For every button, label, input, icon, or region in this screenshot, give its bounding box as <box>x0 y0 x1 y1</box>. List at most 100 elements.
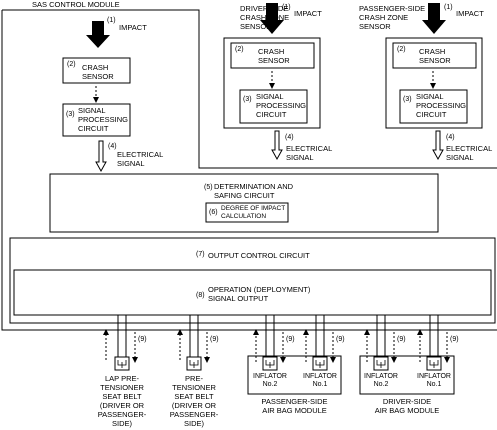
impact-number: (1) <box>282 4 291 11</box>
electrical-signal-arrow <box>271 130 283 161</box>
pretensioner-label-1: PRE- <box>185 374 203 383</box>
driver-sensor-box <box>223 37 321 129</box>
lap-pretensioner-icon <box>114 356 130 371</box>
crash-sensor-box-module <box>62 57 131 84</box>
pretensioner-icon <box>186 356 202 371</box>
lap-pretensioner-label-1: LAP PRE- <box>104 374 140 383</box>
determination-number: (5) <box>204 184 213 191</box>
inflator-icon <box>262 356 278 371</box>
output-control-label: OUTPUT CONTROL CIRCUIT <box>208 251 310 260</box>
feedback-number: (9) <box>397 336 406 343</box>
crash-sensor-number: (2) <box>235 46 244 53</box>
lap-pretensioner-label-5: PASSENGER- <box>97 410 147 419</box>
signal-processing-box-module <box>62 103 131 137</box>
passenger-sensor-title-1: PASSENGER-SIDE <box>359 4 426 13</box>
electrical-signal-label-1: ELECTRICAL <box>446 144 493 153</box>
feedback-number: (9) <box>450 336 459 343</box>
pretensioner-label-6: SIDE) <box>183 419 204 428</box>
feedback-number: (9) <box>336 336 345 343</box>
signal-processing-label-1: SIGNAL <box>256 92 284 101</box>
feedback-number: (9) <box>210 336 219 343</box>
electrical-signal-label-2: SIGNAL <box>446 153 474 162</box>
crash-sensor-box-passenger <box>392 42 477 69</box>
impact-number: (1) <box>107 17 116 24</box>
passenger-airbag-box <box>247 355 342 395</box>
operation-output-number: (8) <box>196 292 205 299</box>
pretensioner-label-4: (DRIVER OR <box>171 401 217 410</box>
signal-processing-box-passenger <box>399 89 468 124</box>
crash-sensor-label-1: CRASH <box>419 47 446 56</box>
electrical-signal-number: (4) <box>108 143 117 150</box>
degree-of-impact-label-2: CALCULATION <box>221 213 267 220</box>
impact-label: IMPACT <box>119 23 147 32</box>
determination-label-1: DETERMINATION AND <box>214 182 294 191</box>
inflator-icon <box>373 356 389 371</box>
inflator-icon <box>312 356 328 371</box>
lap-pretensioner-label-6: SIDE) <box>111 419 132 428</box>
signal-processing-label-3: CIRCUIT <box>78 124 109 133</box>
inflator-no1-label-2: No.1 <box>312 381 328 388</box>
electrical-signal-label-1: ELECTRICAL <box>117 150 164 159</box>
operation-output-label-1: OPERATION (DEPLOYMENT) <box>208 285 311 294</box>
determination-label-2: SAFING CIRCUIT <box>214 191 275 200</box>
degree-of-impact-label-1: DEGREE OF IMPACT <box>221 205 286 212</box>
electrical-signal-label-1: ELECTRICAL <box>286 144 333 153</box>
operation-output-label-2: SIGNAL OUTPUT <box>208 294 269 303</box>
signal-processing-label-1: SIGNAL <box>78 106 106 115</box>
pretensioner-label-2: TENSIONER <box>172 383 216 392</box>
driver-sensor-title-2: CRASH ZONE <box>240 13 290 22</box>
passenger-sensor-box <box>385 37 483 129</box>
signal-processing-label-2: PROCESSING <box>78 115 129 124</box>
electrical-signal-number: (4) <box>446 134 455 141</box>
inflator-no2-label-2: No.2 <box>262 381 278 388</box>
inflator-no2-label-1: INFLATOR <box>253 373 287 380</box>
signal-processing-label-2: PROCESSING <box>256 101 307 110</box>
sas-module-outline <box>1 9 497 331</box>
inflator-no1-label-1: INFLATOR <box>417 373 451 380</box>
signal-processing-number: (3) <box>243 96 252 103</box>
crash-sensor-label-1: CRASH <box>82 63 109 72</box>
impact-number: (1) <box>444 4 453 11</box>
output-control-box <box>9 237 496 324</box>
determination-box <box>49 173 439 233</box>
pretensioner-label-3: SEAT BELT <box>174 392 214 401</box>
crash-sensor-number: (2) <box>67 61 76 68</box>
impact-arrow <box>260 3 284 34</box>
driver-airbag-label-2: AIR BAG MODULE <box>374 406 440 415</box>
electrical-signal-arrow <box>432 130 444 161</box>
signal-processing-label-3: CIRCUIT <box>256 110 287 119</box>
degree-of-impact-number: (6) <box>209 209 218 216</box>
signal-processing-number: (3) <box>403 96 412 103</box>
impact-label: IMPACT <box>294 9 322 18</box>
passenger-airbag-label-1: PASSENGER-SIDE <box>261 397 328 406</box>
crash-sensor-box-driver <box>230 42 315 69</box>
signal-processing-box-driver <box>239 89 308 124</box>
passenger-airbag-label-2: AIR BAG MODULE <box>262 406 327 415</box>
electrical-signal-number: (4) <box>285 134 294 141</box>
pretensioner-label-5: PASSENGER- <box>169 410 219 419</box>
impact-arrow <box>86 21 110 48</box>
electrical-signal-arrow <box>95 140 107 173</box>
lap-pretensioner-label-3: SEAT BELT <box>102 392 142 401</box>
output-lines <box>117 315 439 357</box>
signal-processing-label-2: PROCESSING <box>416 101 467 110</box>
inflator-no2-label-1: INFLATOR <box>364 373 398 380</box>
impact-label: IMPACT <box>456 9 484 18</box>
sas-module-title: SAS CONTROL MODULE <box>32 0 120 9</box>
inflator-icon <box>426 356 442 371</box>
output-control-number: (7) <box>196 251 205 258</box>
inflator-no1-label-2: No.1 <box>426 381 442 388</box>
electrical-signal-label-2: SIGNAL <box>117 159 145 168</box>
passenger-sensor-title-3: SENSOR <box>359 22 391 31</box>
operation-output-box <box>13 269 492 316</box>
driver-airbag-label-1: DRIVER-SIDE <box>382 397 432 406</box>
driver-airbag-box <box>359 355 455 395</box>
signal-processing-label-1: SIGNAL <box>416 92 444 101</box>
crash-sensor-label-2: SENSOR <box>82 72 114 81</box>
inflator-no2-label-2: No.2 <box>373 381 389 388</box>
crash-sensor-number: (2) <box>397 46 406 53</box>
signal-processing-label-3: CIRCUIT <box>416 110 447 119</box>
passenger-sensor-title-2: CRASH ZONE <box>359 13 409 22</box>
feedback-number: (9) <box>286 336 295 343</box>
